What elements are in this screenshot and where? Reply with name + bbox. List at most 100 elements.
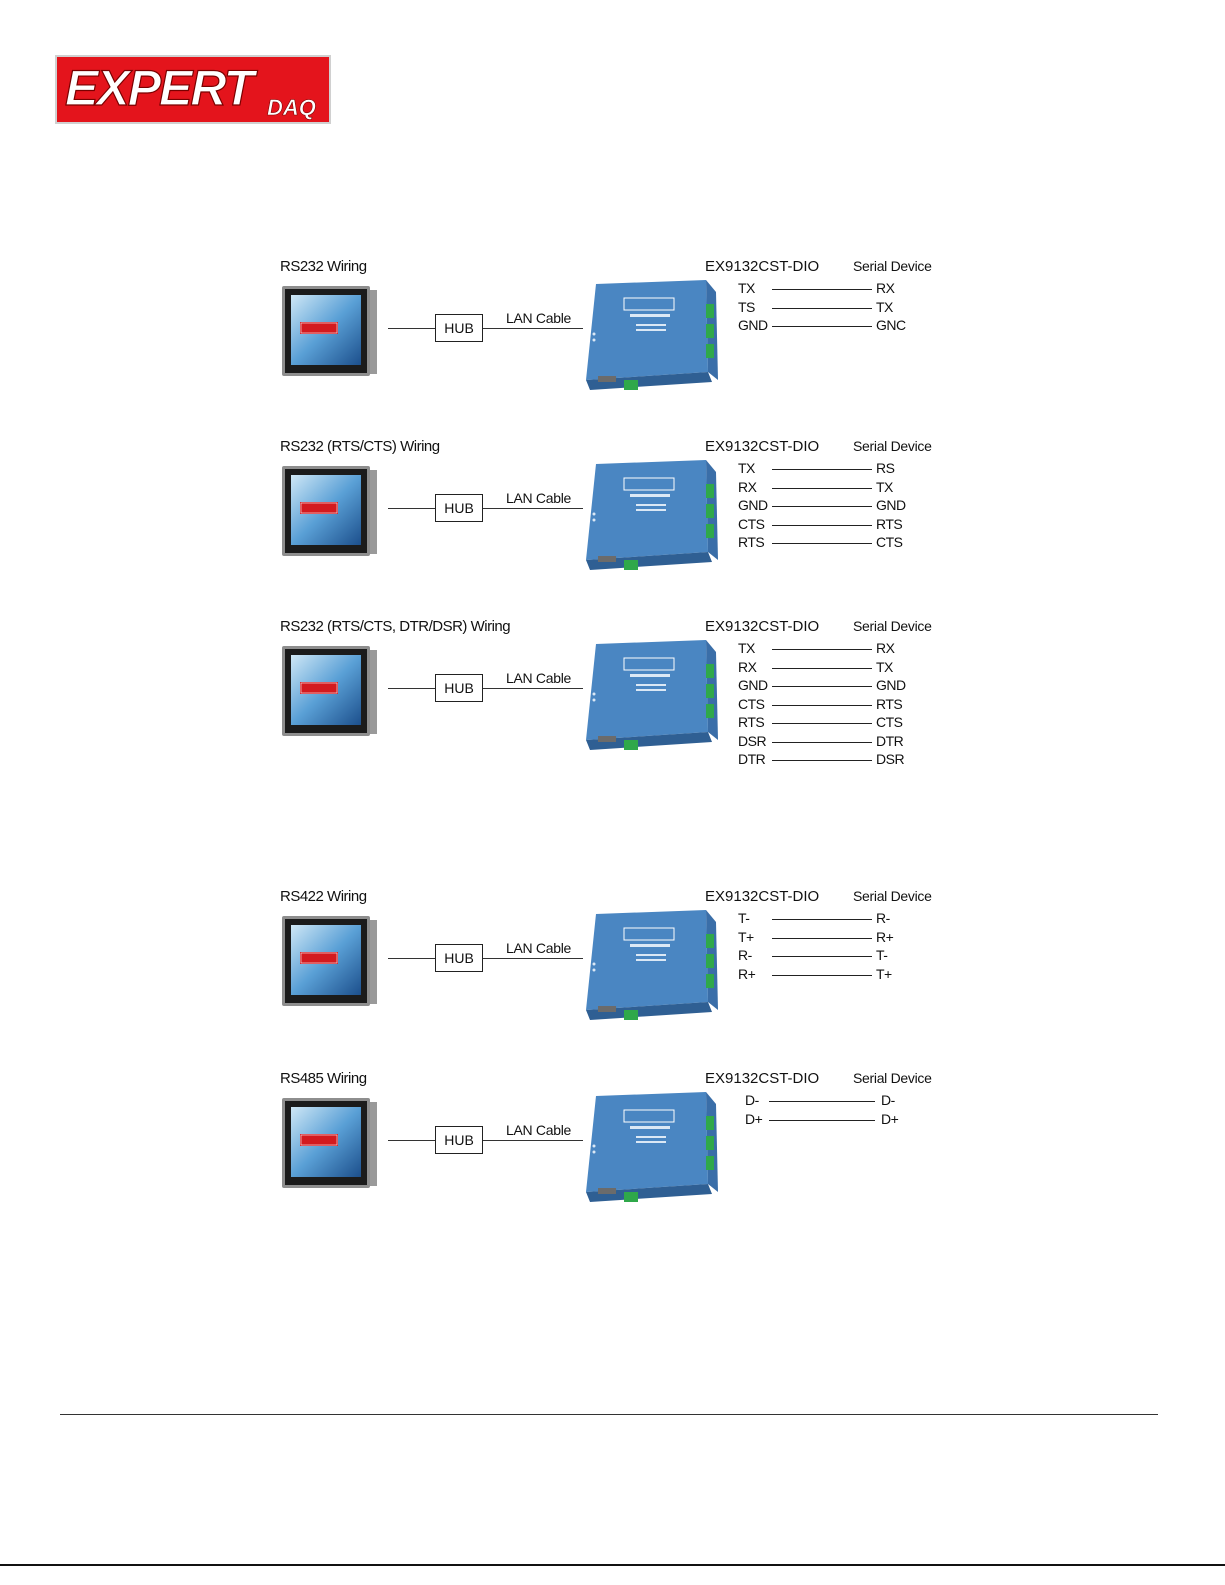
device-label: EX9132CST-DIO	[705, 1070, 820, 1087]
device-pin: GND	[738, 317, 768, 333]
hmi-panel-image	[282, 916, 377, 1006]
pin-row: CTS RTS	[738, 696, 958, 715]
pin-wire	[772, 487, 872, 489]
pin-wire	[772, 307, 872, 309]
rs232-wiring-section: RS232 Wiring EX9132CST-DIO Serial Device…	[280, 258, 960, 418]
lan-cable-wire	[483, 508, 583, 509]
pin-wire	[772, 667, 872, 669]
hub-box: HUB	[435, 674, 483, 702]
pin-row: GND GNC	[738, 317, 958, 336]
serial-pin: RX	[876, 640, 895, 656]
device-pin: D+	[745, 1110, 763, 1127]
hub-box: HUB	[435, 1126, 483, 1154]
device-label: EX9132CST-DIO	[705, 438, 820, 455]
device-pin: TX	[738, 460, 755, 476]
pin-wire	[772, 543, 872, 544]
pin-row: T+ R+	[738, 929, 958, 948]
pin-wire	[772, 469, 872, 470]
expertdaq-logo: EXPERT DAQ	[55, 55, 331, 124]
device-pin: TS	[738, 298, 755, 315]
device-pin: CTS	[738, 695, 765, 712]
hmi-hub-wire	[388, 328, 435, 329]
pin-wire	[772, 760, 872, 761]
serial-pin: DSR	[876, 751, 905, 767]
hmi-panel-image	[282, 286, 377, 376]
pin-row: R-T-	[738, 947, 958, 966]
pin-wire	[772, 956, 872, 957]
pin-wire	[772, 289, 872, 290]
pin-row: D-D-	[745, 1092, 965, 1111]
serial-pin: RTS	[876, 695, 903, 712]
serial-device-label: Serial Device	[853, 258, 932, 274]
section-title: RS422 Wiring	[280, 888, 367, 905]
pin-wire	[772, 974, 872, 976]
hmi-panel-image	[282, 466, 377, 556]
hub-box: HUB	[435, 944, 483, 972]
serial-pin: RTS	[876, 515, 903, 532]
serial-pin: D-	[881, 1092, 895, 1108]
hmi-hub-wire	[388, 958, 435, 959]
pin-mapping: D-D- D+ D+	[745, 1092, 965, 1129]
hub-box: HUB	[435, 314, 483, 342]
serial-device-label: Serial Device	[853, 888, 932, 904]
footer-divider	[60, 1414, 1158, 1415]
serial-device-label: Serial Device	[853, 438, 932, 454]
serial-pin: T-	[876, 947, 888, 963]
device-pin: RTS	[738, 534, 765, 550]
pin-wire	[772, 704, 872, 706]
serial-device-label: Serial Device	[853, 1070, 932, 1086]
pin-wire	[772, 524, 872, 526]
section-title: RS232 (RTS/CTS, DTR/DSR) Wiring	[280, 618, 511, 635]
pin-wire	[772, 741, 872, 743]
lan-cable-wire	[483, 688, 583, 689]
serial-pin: R+	[876, 928, 894, 945]
pin-row: R+T+	[738, 966, 958, 985]
pin-row: D+ D+	[745, 1111, 965, 1130]
serial-pin: RX	[876, 280, 895, 296]
serial-pin: TX	[876, 658, 893, 675]
lan-cable-label: LAN Cable	[506, 1122, 572, 1138]
pin-wire	[769, 1101, 875, 1102]
hmi-hub-wire	[388, 688, 435, 689]
rs422-wiring-section: RS422 Wiring EX9132CST-DIO Serial Device…	[280, 888, 960, 1048]
serial-pin: CTS	[876, 534, 903, 550]
hub-box: HUB	[435, 494, 483, 522]
device-label: EX9132CST-DIO	[705, 258, 820, 275]
device-pin: T+	[738, 928, 754, 945]
hmi-hub-wire	[388, 1140, 435, 1141]
rs232-rts-cts-wiring-section: RS232 (RTS/CTS) Wiring EX9132CST-DIO Ser…	[280, 438, 960, 598]
lan-cable-wire	[483, 958, 583, 959]
pin-row: T-R-	[738, 910, 958, 929]
device-pin: RTS	[738, 714, 765, 730]
ex9132cst-dio-device-image	[586, 280, 718, 390]
pin-row: TS TX	[738, 299, 958, 318]
device-label: EX9132CST-DIO	[705, 618, 820, 635]
pin-wire	[772, 686, 872, 687]
page-bottom-border	[0, 1564, 1225, 1566]
hmi-panel-image	[282, 1098, 377, 1188]
device-pin: RX	[738, 658, 757, 675]
pin-row: RTS CTS	[738, 534, 958, 553]
svg-text:EXPERT: EXPERT	[65, 60, 259, 116]
serial-pin: GNC	[876, 317, 906, 333]
ex9132cst-dio-device-image	[586, 910, 718, 1020]
pin-mapping: T-R- T+ R+ R-T- R+T+	[738, 910, 958, 984]
serial-pin: TX	[876, 298, 893, 315]
serial-pin: D+	[881, 1110, 899, 1127]
hmi-panel-image	[282, 646, 377, 736]
device-pin: TX	[738, 640, 755, 656]
device-pin: CTS	[738, 515, 765, 532]
pin-row: CTS RTS	[738, 516, 958, 535]
serial-pin: GND	[876, 677, 906, 693]
